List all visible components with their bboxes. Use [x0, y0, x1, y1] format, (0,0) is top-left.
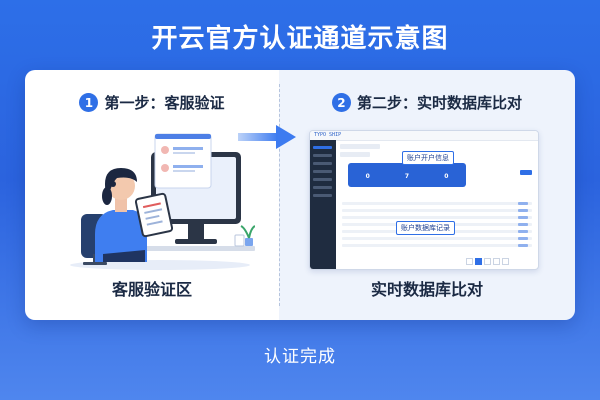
plant-icon — [240, 225, 255, 246]
row-action-link — [518, 216, 528, 219]
step-2-panel: 2 第二步：实时数据库比对 TYPO SHIP — [279, 70, 575, 320]
tablet-icon — [134, 192, 174, 238]
mock-sidebar-item — [313, 154, 332, 157]
stat-cell: 7 — [387, 163, 426, 187]
step-1-label: 第一步：客服验证 — [104, 94, 225, 112]
row-action-link — [518, 209, 528, 212]
page-button — [502, 258, 509, 265]
completion-label: 认证完成 — [264, 347, 336, 367]
table-row — [342, 209, 532, 212]
desk-icon — [115, 246, 255, 251]
row-action-link — [518, 230, 528, 233]
mock-sidebar-item — [313, 162, 332, 165]
mock-topbar: TYPO SHIP — [310, 131, 538, 141]
diagram-card: 1 第一步：客服验证 — [25, 70, 575, 320]
account-info-callout: 账户开户信息 — [402, 151, 454, 165]
database-screenshot-mock: TYPO SHIP — [309, 130, 539, 270]
step-1-header: 1 第一步：客服验证 — [25, 92, 279, 113]
stat-cell: 0 — [348, 163, 387, 187]
customer-service-illustration — [70, 133, 255, 270]
step-2-caption: 实时数据库比对 — [370, 280, 483, 299]
page-title: 开云官方认证通道示意图 — [151, 24, 449, 54]
mock-filter-bar — [340, 152, 370, 157]
stat-value: 7 — [404, 173, 410, 180]
step-2-header: 2 第二步：实时数据库比对 — [279, 92, 575, 113]
stat-value: 0 — [444, 173, 449, 180]
stat-value: 0 — [365, 173, 370, 180]
table-row — [342, 202, 532, 205]
cup-icon — [234, 234, 245, 247]
stats-panel: 0 7 0 — [348, 163, 466, 187]
page-button — [484, 258, 491, 265]
arrow-right-icon — [238, 125, 296, 149]
mock-sidebar-item — [313, 146, 332, 149]
table-row — [342, 244, 532, 247]
row-action-link — [518, 202, 528, 205]
step-2-label: 第二步：实时数据库比对 — [356, 94, 522, 112]
page-button — [475, 258, 482, 265]
step-1-caption: 客服验证区 — [111, 280, 192, 299]
mock-sidebar-item — [313, 170, 332, 173]
panel-divider — [279, 84, 280, 306]
table-row — [342, 216, 532, 219]
stat-cell: 0 — [427, 163, 466, 187]
mock-sidebar — [310, 140, 336, 269]
step-1-number: 1 — [79, 93, 99, 112]
database-record-callout: 账户数据库记录 — [396, 221, 455, 235]
mock-sidebar-item — [313, 178, 332, 181]
row-action-link — [518, 237, 528, 240]
page-button — [466, 258, 473, 265]
mock-sidebar-item — [313, 194, 332, 197]
step-1-panel: 1 第一步：客服验证 — [25, 70, 279, 320]
mock-search-button — [520, 170, 532, 175]
agent-person-icon — [95, 168, 159, 262]
row-action-link — [518, 223, 528, 226]
profile-card-icon — [154, 133, 212, 189]
mock-pagination — [466, 258, 509, 265]
mock-sidebar-item — [313, 186, 332, 189]
floor-shadow — [70, 260, 250, 270]
mock-logo: TYPO SHIP — [314, 132, 342, 138]
table-row — [342, 237, 532, 240]
page-button — [493, 258, 500, 265]
mock-filter-bar — [340, 144, 380, 149]
step-2-number: 2 — [331, 93, 351, 112]
row-action-link — [518, 244, 528, 247]
